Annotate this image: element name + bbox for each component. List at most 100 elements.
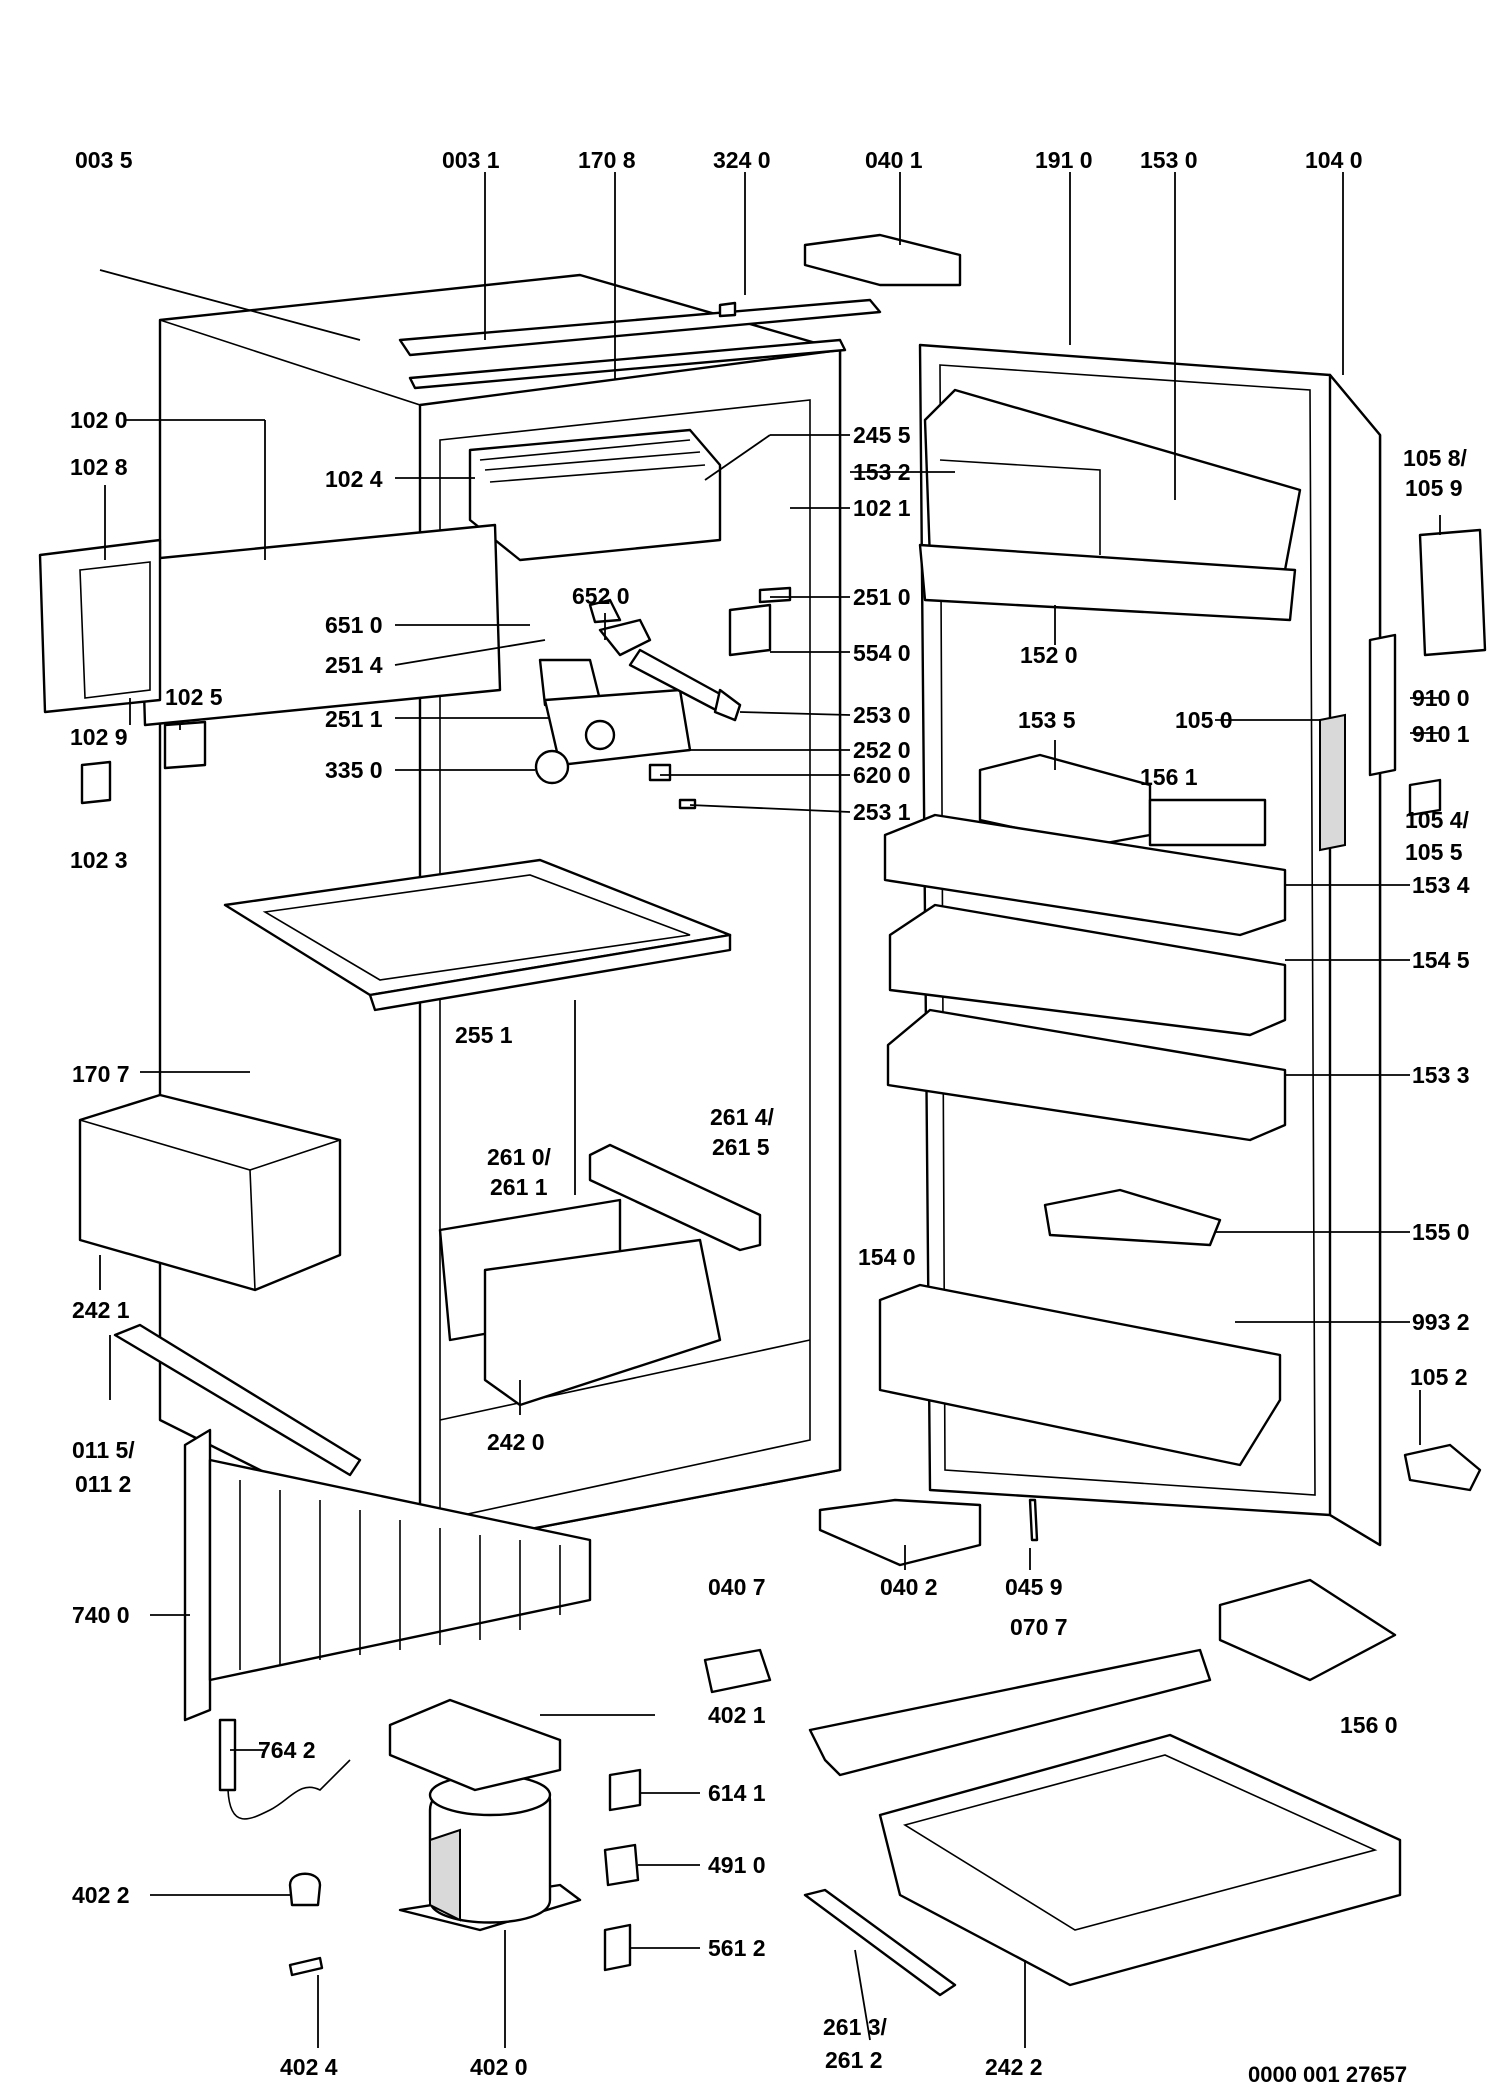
side-rail: [803, 1888, 957, 1997]
label-1561: 156 1: [1140, 764, 1198, 790]
label-0112: 011 2: [75, 1471, 131, 1497]
label-1533: 153 3: [1412, 1062, 1470, 1088]
label-1023: 102 3: [70, 847, 128, 873]
label-1708: 170 8: [578, 147, 636, 173]
label-9932: 993 2: [1412, 1309, 1470, 1335]
ice-tray: [1218, 1578, 1397, 1682]
label-2422: 242 2: [985, 2054, 1043, 2080]
label-4024: 402 4: [280, 2054, 338, 2080]
drawing-reference-number: 0000 001 27657: [1248, 2062, 1407, 2087]
label-1054: 105 4/: [1405, 807, 1470, 833]
freezer-drawer: [878, 1733, 1402, 1987]
label-0459: 045 9: [1005, 1574, 1063, 1600]
label-2514: 251 4: [325, 652, 383, 678]
label-1530: 153 0: [1140, 147, 1198, 173]
label-2531: 253 1: [853, 799, 911, 825]
label-0402: 040 2: [880, 1574, 938, 1600]
label-2614: 261 4/: [710, 1104, 775, 1130]
leader-lines: [99, 172, 1441, 2048]
label-1532: 153 2: [853, 459, 911, 485]
label-2613: 261 3/: [823, 2014, 888, 2040]
door-trays: [978, 753, 1267, 847]
label-1520: 152 0: [1020, 642, 1078, 668]
label-0031: 003 1: [442, 147, 500, 173]
door-shelf-1545: [888, 903, 1287, 1037]
label-1560: 156 0: [1340, 1712, 1398, 1738]
dairy-compartment: [918, 388, 1302, 622]
label-6510: 651 0: [325, 612, 383, 638]
label-9100: 910 0: [1412, 685, 1470, 711]
label-1540: 154 0: [858, 1244, 916, 1270]
capillary-tube: [218, 1718, 351, 1820]
cover-strip: [808, 1648, 1212, 1777]
hinges: [803, 233, 1487, 1567]
label-7642: 764 2: [258, 1737, 316, 1763]
label-1534: 153 4: [1412, 872, 1470, 898]
label-1550: 155 0: [1412, 1219, 1470, 1245]
door-shelf-1540: [878, 1283, 1282, 1467]
top-strip: [398, 298, 882, 390]
label-5540: 554 0: [853, 640, 911, 666]
label-6141: 614 1: [708, 1780, 766, 1806]
label-1024: 102 4: [325, 466, 383, 492]
bottom-rail: [113, 1323, 362, 1477]
label-2611: 261 1: [490, 1174, 548, 1200]
label-6200: 620 0: [853, 762, 911, 788]
label-0707: 070 7: [1010, 1614, 1068, 1640]
door-shelf-1533: [886, 1008, 1287, 1142]
label-2511: 251 1: [325, 706, 383, 732]
label-4021: 402 1: [708, 1702, 766, 1728]
label-6520: 652 0: [572, 583, 630, 609]
condenser: [183, 1428, 592, 1722]
label-4910: 491 0: [708, 1852, 766, 1878]
label-1059: 105 9: [1405, 475, 1463, 501]
label-4022: 402 2: [72, 1882, 130, 1908]
compressor-bracket: [388, 1698, 562, 1792]
label-1707: 170 7: [72, 1061, 130, 1087]
label-2421: 242 1: [72, 1297, 130, 1323]
freezer-door: [38, 523, 502, 805]
label-3240: 324 0: [713, 147, 771, 173]
label-2615: 261 5: [712, 1134, 770, 1160]
label-5612: 561 2: [708, 1935, 766, 1961]
label-2551: 255 1: [455, 1022, 513, 1048]
label-9101: 910 1: [1412, 721, 1470, 747]
compressor: [398, 1773, 582, 1932]
label-1545: 154 5: [1412, 947, 1470, 973]
label-3350: 335 0: [325, 757, 383, 783]
crisper-left: [78, 1093, 342, 1292]
label-2420: 242 0: [487, 1429, 545, 1455]
label-1021: 102 1: [853, 495, 911, 521]
label-4020: 402 0: [470, 2054, 528, 2080]
part-labels: 003 5 003 1 170 8 324 0 040 1 191 0 153 …: [70, 147, 1470, 2087]
label-0035: 003 5: [75, 147, 133, 173]
label-1025: 102 5: [165, 684, 223, 710]
label-1028: 102 8: [70, 454, 128, 480]
label-2455: 245 5: [853, 422, 911, 448]
small-parts: [288, 301, 772, 1977]
label-1040: 104 0: [1305, 147, 1363, 173]
label-2530: 253 0: [853, 702, 911, 728]
label-0401: 040 1: [865, 147, 923, 173]
label-1020: 102 0: [70, 407, 128, 433]
label-1055: 105 5: [1405, 839, 1463, 865]
glass-shelf: [223, 858, 732, 1012]
label-0407: 040 7: [708, 1574, 766, 1600]
label-1058: 105 8/: [1403, 445, 1468, 471]
label-7400: 740 0: [72, 1602, 130, 1628]
label-1052: 105 2: [1410, 1364, 1468, 1390]
label-1535: 153 5: [1018, 707, 1076, 733]
door-shelf-1534: [883, 813, 1287, 937]
crisper-inner: [438, 1198, 722, 1407]
label-2610: 261 0/: [487, 1144, 552, 1170]
label-2520: 252 0: [853, 737, 911, 763]
label-2612: 261 2: [825, 2047, 883, 2073]
label-1029: 102 9: [70, 724, 128, 750]
label-0115: 011 5/: [72, 1437, 135, 1463]
label-2510: 251 0: [853, 584, 911, 610]
freezer-compartment: [468, 428, 722, 562]
label-1910: 191 0: [1035, 147, 1093, 173]
cover-rail: [588, 1143, 762, 1252]
label-1050: 105 0: [1175, 707, 1233, 733]
